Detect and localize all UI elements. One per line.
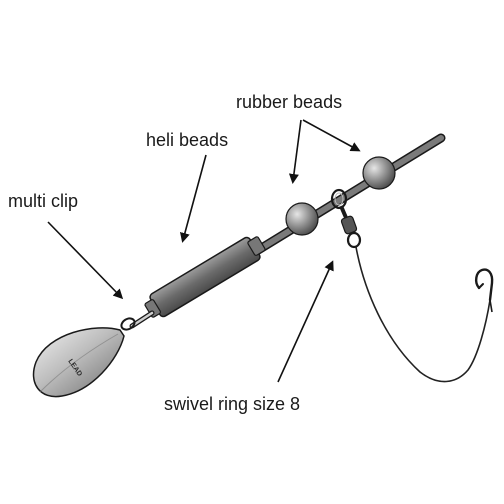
rubber-bead-upper — [362, 156, 396, 190]
rubber-bead-lower — [285, 202, 319, 236]
label-rubber-beads: rubber beads — [236, 92, 342, 112]
arrow-heli-beads — [180, 154, 207, 243]
lead-weight: LEAD — [32, 327, 125, 398]
label-heli-beads: heli beads — [146, 130, 228, 150]
swivel — [330, 188, 362, 249]
hook — [474, 268, 494, 313]
hook-link — [355, 246, 491, 383]
main-line — [250, 133, 446, 257]
label-swivel-ring: swivel ring size 8 — [164, 394, 300, 414]
heli-bead-tube — [144, 236, 266, 318]
arrow-rubber-bead-right — [302, 119, 361, 152]
arrow-swivel-ring — [277, 260, 334, 383]
multi-clip — [120, 310, 155, 331]
label-multi-clip: multi clip — [8, 191, 78, 211]
arrow-rubber-bead-left — [288, 119, 302, 184]
arrow-multi-clip — [47, 221, 124, 300]
annotation-arrows — [47, 119, 361, 383]
